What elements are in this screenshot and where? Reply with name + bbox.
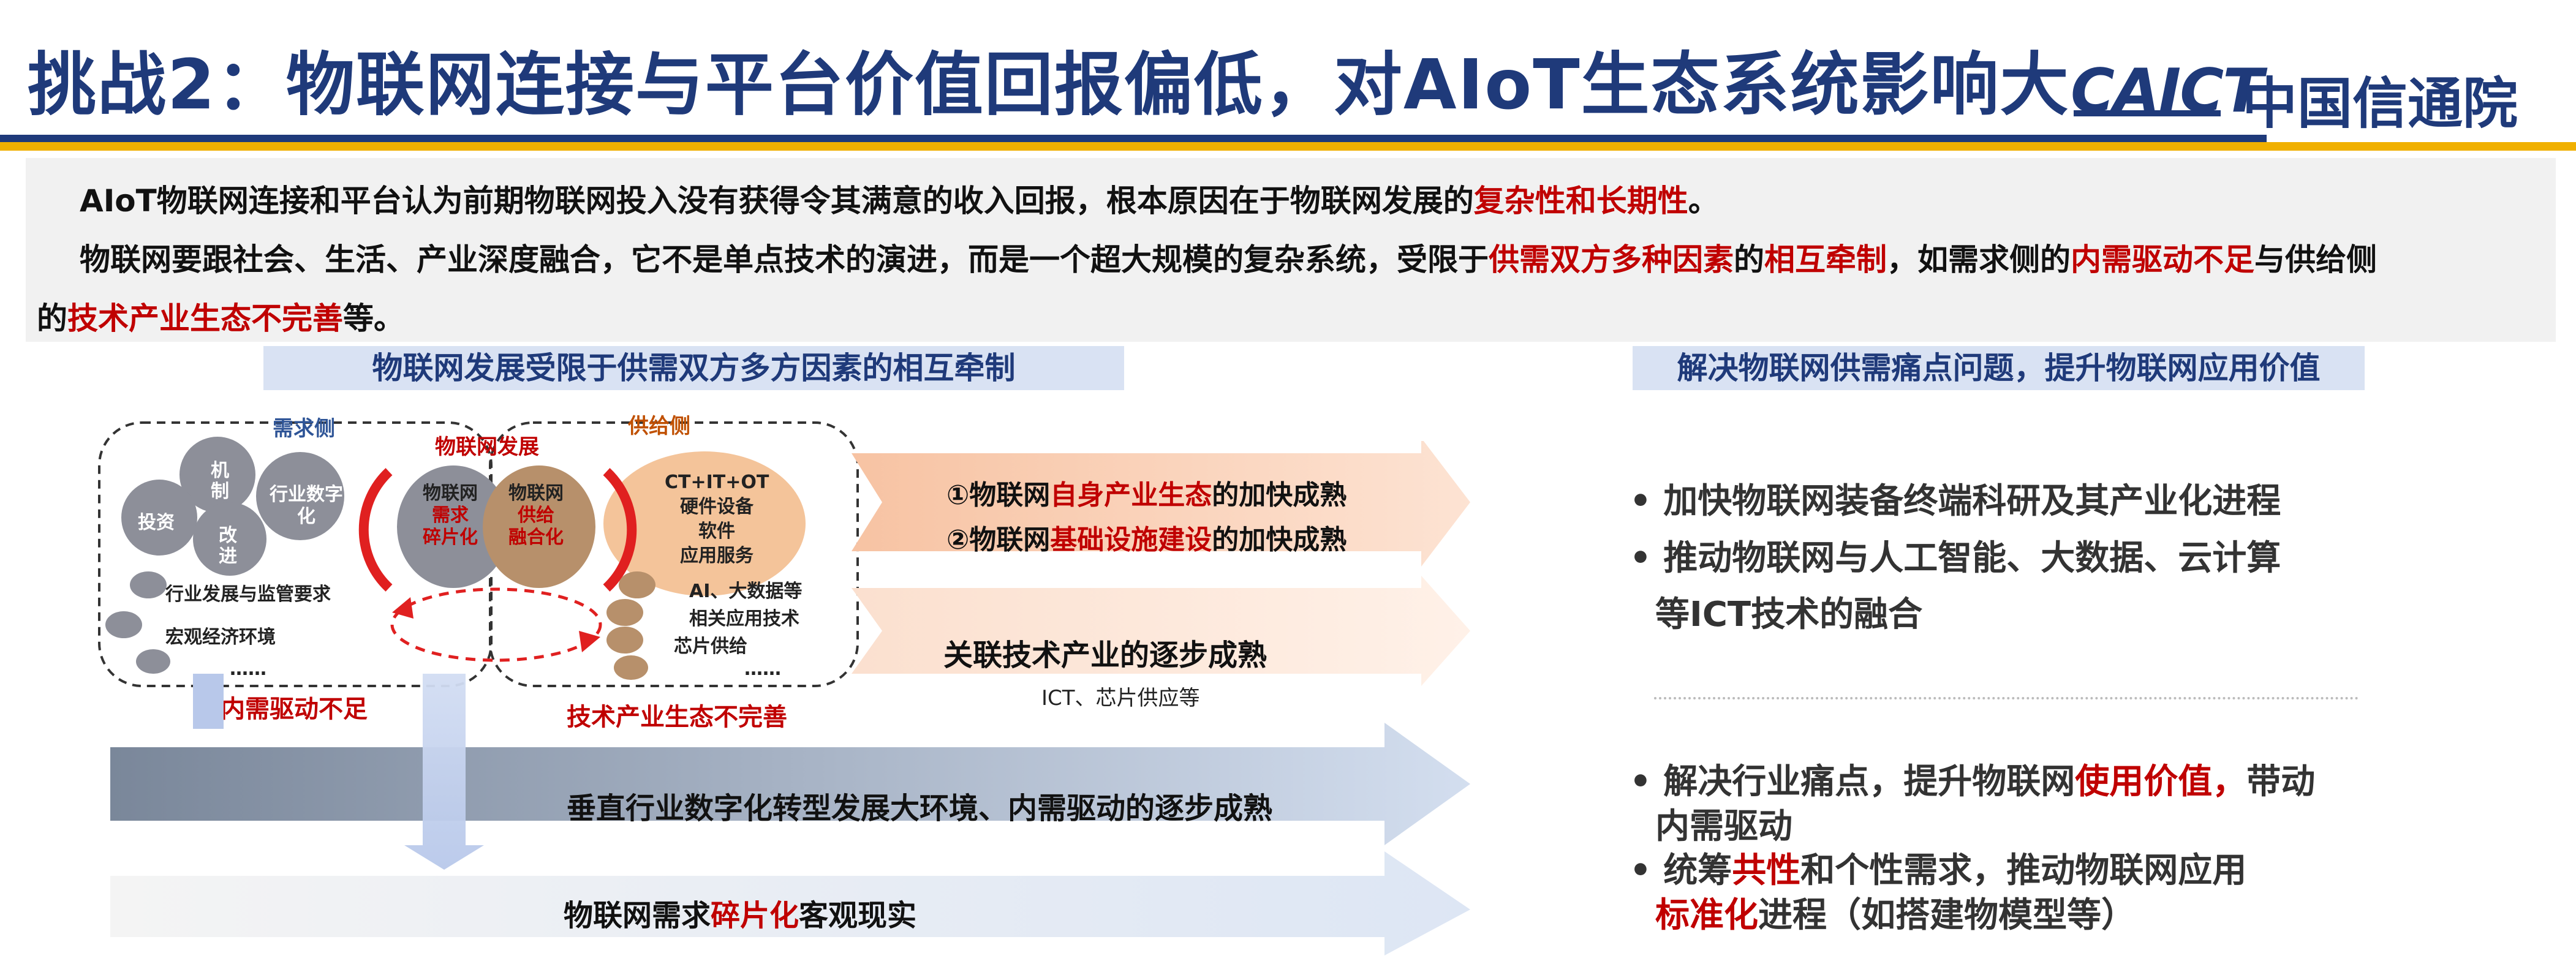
arrow1-line1: ①物联网自身产业生态的加快成熟 (946, 480, 1347, 511)
supply-side-label: 供给侧 (628, 414, 690, 439)
title-accent-rule (0, 142, 2576, 151)
arrow2-sub: ICT、芯片供应等 (1041, 686, 1200, 710)
logo-cn: 中国信通院 (2242, 72, 2518, 136)
right-bullet-3-cont: 内需驱动 (1655, 807, 1792, 846)
intro-line-3: 的技术产业生态不完善等。 (37, 301, 404, 336)
left-section-header: 物联网发展受限于供需双方多方因素的相互牵制 (263, 346, 1124, 390)
circle-label-mechanism: 机制 (211, 460, 229, 502)
right-divider (1654, 697, 2359, 699)
right-bullet-4-cont: 标准化进程（如搭建物模型等） (1655, 895, 2136, 935)
supply-item-ai: AI、大数据等 (689, 581, 803, 602)
intro-box (26, 158, 2556, 342)
top-arrows (852, 441, 1470, 686)
intro-line-2: 物联网要跟社会、生活、产业深度融合，它不是单点技术的演进，而是一个超大规模的复杂… (80, 242, 2377, 277)
supply-item-chip: 芯片供给 (674, 636, 747, 657)
right-section-header: 解决物联网供需痛点问题，提升物联网应用价值 (1633, 346, 2365, 390)
right-bullet-2-cont: 等ICT技术的融合 (1655, 595, 1923, 635)
arrow-graphics (110, 674, 1470, 955)
right-bullet-3: • 解决行业痛点，提升物联网使用价值，带动 (1630, 762, 2316, 802)
circle-label-industry-digitalization: 行业数字化 (270, 484, 343, 527)
arrow2-main: 关联技术产业的逐步成熟 (943, 638, 1267, 672)
arrow3-text: 垂直行业数字化转型发展大环境、内需驱动的逐步成熟 (567, 791, 1273, 826)
demand-caption: 内需驱动不足 (221, 695, 368, 723)
supply-top-list: CT+IT+OT 硬件设备 软件 应用服务 (665, 472, 769, 567)
right-bullet-2: • 推动物联网与人工智能、大数据、云计算 (1630, 538, 2281, 578)
supply-item-ellipsis: …… (744, 658, 781, 680)
logo-underline (2074, 110, 2221, 116)
circle-label-improvement: 改进 (219, 525, 237, 567)
supply-item-tech: 相关应用技术 (689, 608, 799, 630)
center-supply-fusion: 物联网 供给 融合化 (508, 483, 564, 548)
demand-item-macro: 宏观经济环境 (165, 627, 276, 648)
right-bullet-1: • 加快物联网装备终端科研及其产业化进程 (1630, 481, 2281, 521)
center-demand-fragmentation: 物联网 需求 碎片化 (423, 483, 478, 548)
demand-side-label: 需求侧 (273, 416, 335, 441)
demand-item-regulation: 行业发展与监管要求 (165, 584, 331, 605)
circle-label-investment: 投资 (138, 512, 175, 533)
supply-demand-diagram (98, 421, 859, 687)
page-title: 挑战2：物联网连接与平台价值回报偏低，对AIoT生态系统影响大 (28, 45, 2070, 125)
right-bullet-4: • 统筹共性和个性需求，推动物联网应用 (1630, 851, 2247, 891)
arrow1-line2: ②物联网基础设施建设的加快成熟 (946, 524, 1347, 556)
arrow4-text: 物联网需求碎片化客观现实 (564, 899, 917, 933)
iot-development-label: 物联网发展 (435, 435, 539, 459)
demand-item-ellipsis: …… (230, 658, 266, 680)
intro-line-1: AIoT物联网连接和平台认为前期物联网投入没有获得令其满意的收入回报，根本原因在… (80, 183, 1719, 219)
supply-caption: 技术产业生态不完善 (567, 703, 787, 731)
